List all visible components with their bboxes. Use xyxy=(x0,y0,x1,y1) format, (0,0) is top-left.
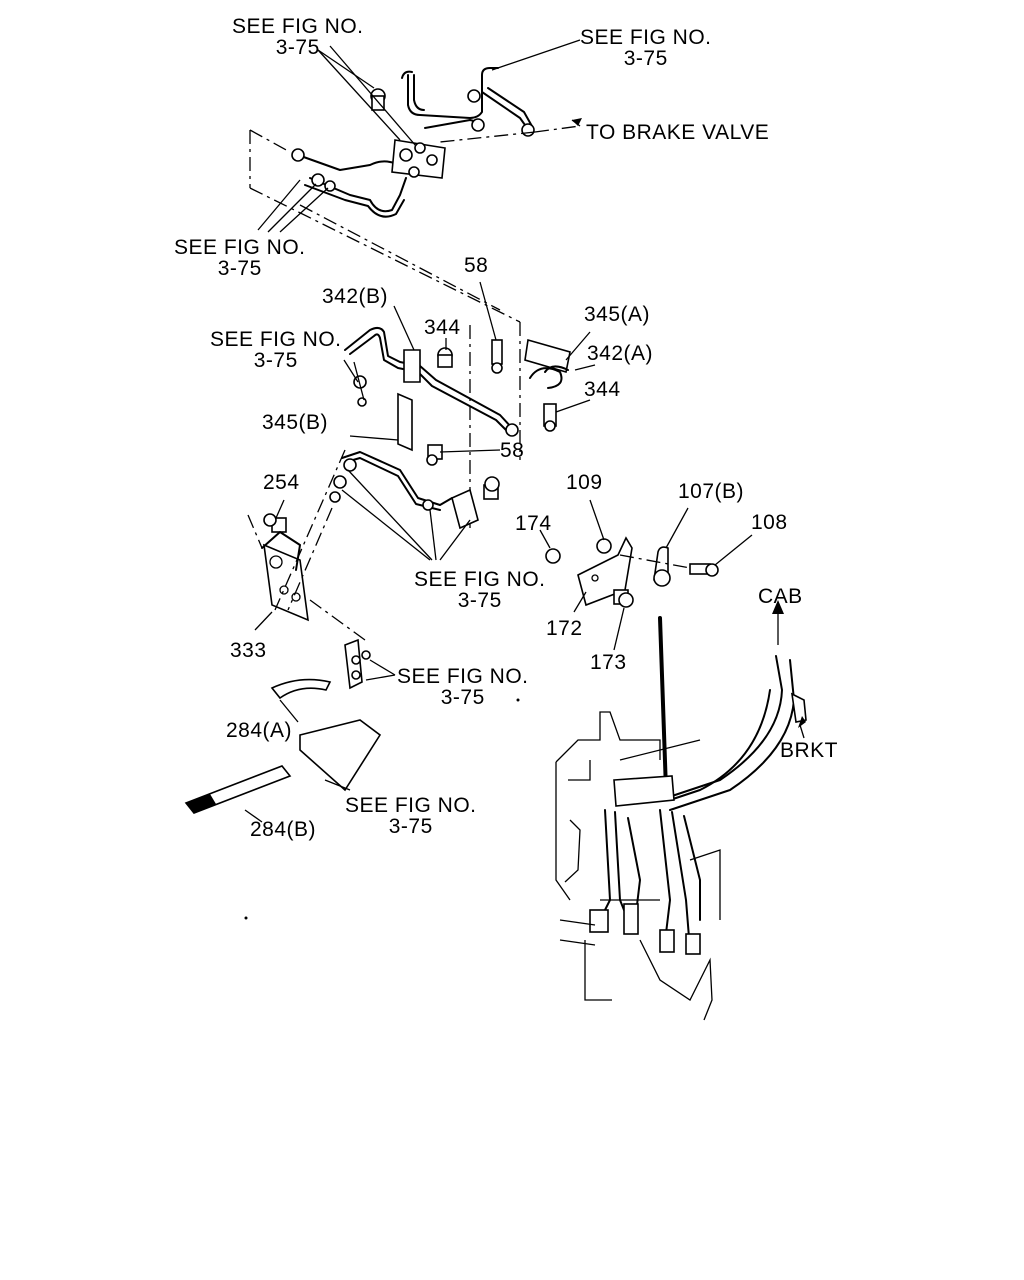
part-label-342a: 342(A) xyxy=(587,342,654,365)
ref-fig-text: SEE FIG NO. xyxy=(580,26,712,49)
to-brake-valve-label: TO BRAKE VALVE xyxy=(586,121,770,144)
part-label-58-top: 58 xyxy=(464,254,489,277)
ref-fig-label-top-left: SEE FIG NO. 3-75 xyxy=(232,16,364,58)
ref-fig-number: 3-75 xyxy=(388,815,433,838)
part-label-174: 174 xyxy=(515,512,552,535)
ref-fig-text: SEE FIG NO. xyxy=(414,568,546,591)
brkt-label: BRKT xyxy=(780,739,839,762)
ref-fig-number: 3-75 xyxy=(275,36,320,59)
ref-fig-label-lower: SEE FIG NO. 3-75 xyxy=(397,666,529,708)
ref-fig-label-mid-left: SEE FIG NO. 3-75 xyxy=(174,237,306,279)
ref-fig-number: 3-75 xyxy=(440,686,485,709)
ref-fig-text: SEE FIG NO. xyxy=(345,794,477,817)
top-pipe-assembly xyxy=(249,39,582,323)
part-label-108: 108 xyxy=(751,511,788,534)
ref-fig-number: 3-75 xyxy=(253,349,298,372)
cab-label: CAB xyxy=(758,585,803,608)
part-label-284b: 284(B) xyxy=(250,818,317,841)
ref-fig-number: 3-75 xyxy=(623,47,668,70)
part-label-254: 254 xyxy=(263,471,300,494)
ref-fig-text: SEE FIG NO. xyxy=(174,236,306,259)
ref-fig-label-upper-clip: SEE FIG NO. 3-75 xyxy=(210,329,342,371)
part-label-172: 172 xyxy=(546,617,583,640)
lower-left-assembly xyxy=(184,449,500,823)
part-label-109: 109 xyxy=(566,471,603,494)
ref-fig-text: SEE FIG NO. xyxy=(210,328,342,351)
cab-harness-detail xyxy=(244,600,807,1021)
ref-fig-text: SEE FIG NO. xyxy=(232,15,364,38)
part-label-284a: 284(A) xyxy=(226,719,293,742)
part-label-344-right: 344 xyxy=(584,378,621,401)
ref-fig-text: SEE FIG NO. xyxy=(397,665,529,688)
ref-fig-label-top-right: SEE FIG NO. 3-75 xyxy=(580,27,712,69)
part-label-107b: 107(B) xyxy=(678,480,745,503)
ref-fig-label-bottom: SEE FIG NO. 3-75 xyxy=(345,795,477,837)
part-label-58-mid: 58 xyxy=(500,439,525,462)
part-label-342b: 342(B) xyxy=(322,285,389,308)
ref-fig-label-center: SEE FIG NO. 3-75 xyxy=(414,569,546,611)
part-label-345b: 345(B) xyxy=(262,411,329,434)
part-label-345a: 345(A) xyxy=(584,303,651,326)
part-label-173: 173 xyxy=(590,651,627,674)
part-label-333: 333 xyxy=(230,639,267,662)
ref-fig-number: 3-75 xyxy=(217,257,262,280)
part-label-344-top: 344 xyxy=(424,316,461,339)
ref-fig-number: 3-75 xyxy=(457,589,502,612)
right-bracket-assembly xyxy=(539,499,753,651)
